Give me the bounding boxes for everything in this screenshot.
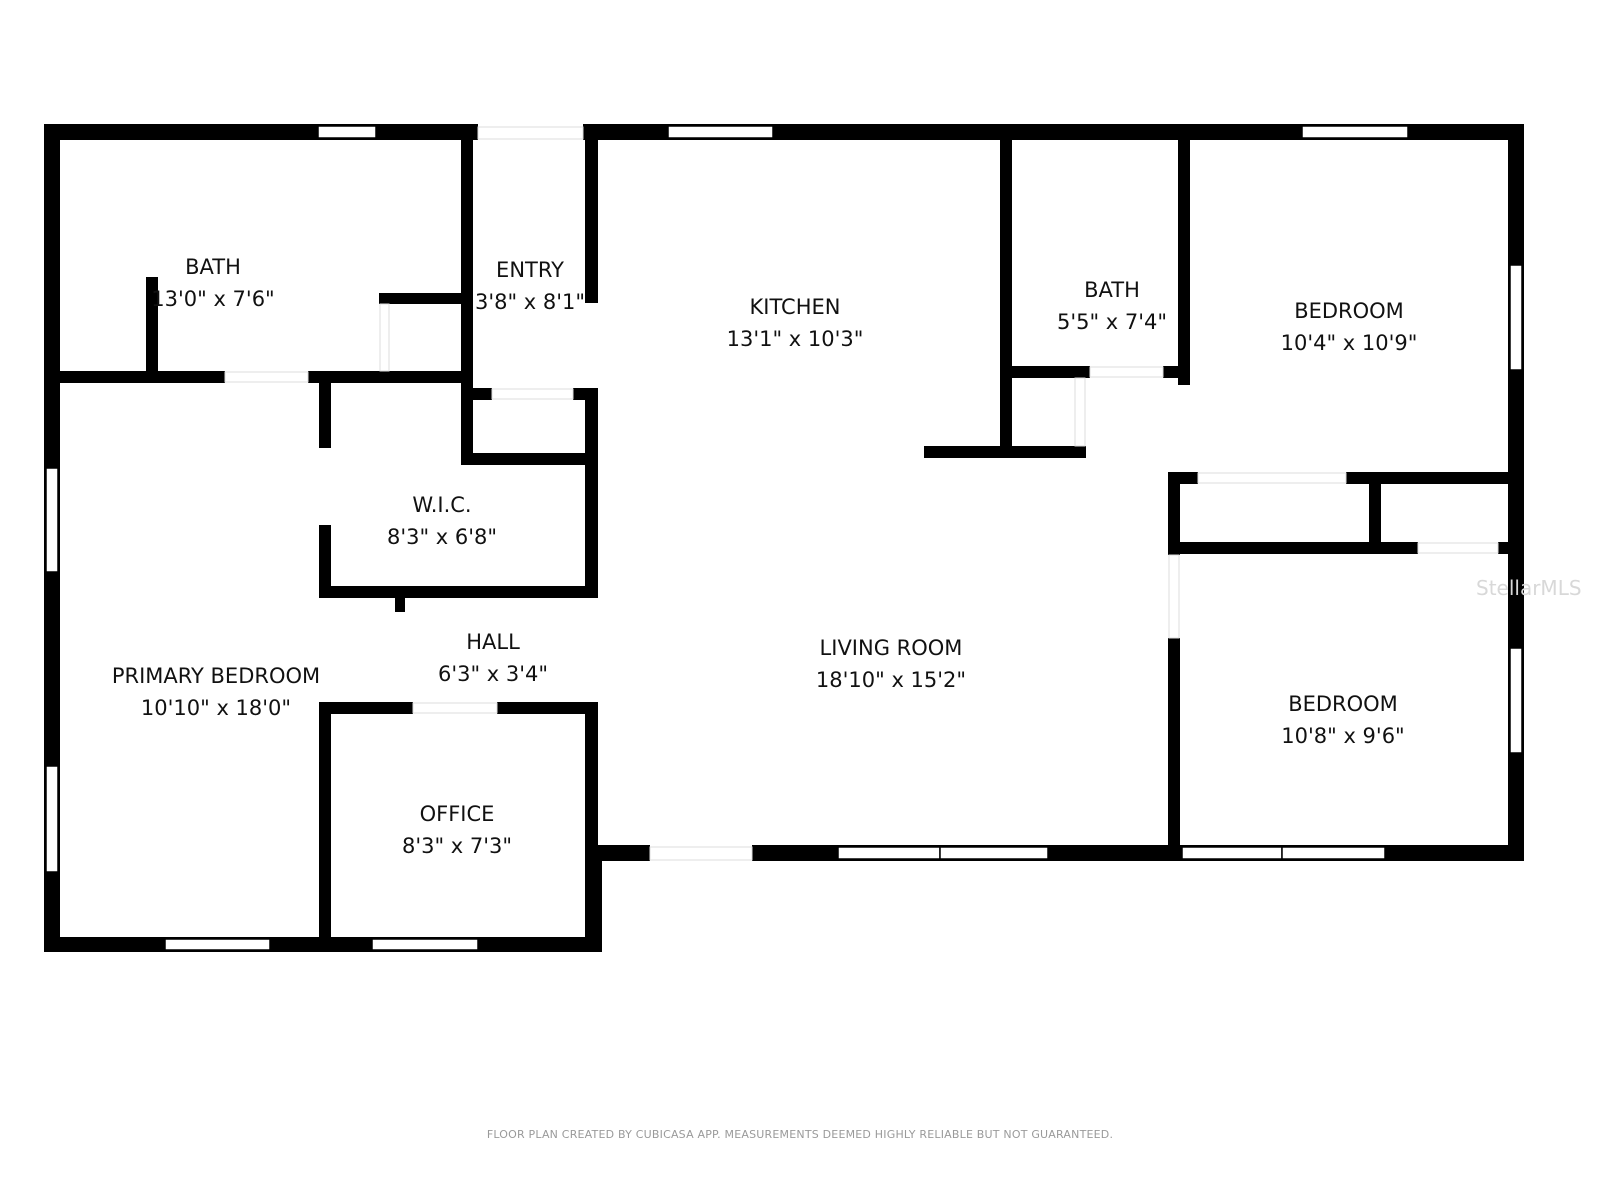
windows	[45, 125, 1523, 951]
room-dims: 10'8" x 9'6"	[1281, 724, 1404, 748]
room-dims: 3'8" x 8'1"	[475, 290, 585, 314]
room-name: OFFICE	[420, 802, 495, 826]
doors	[224, 126, 1499, 861]
room-name: KITCHEN	[750, 295, 841, 319]
room-name: BEDROOM	[1288, 692, 1398, 716]
room-dims: 10'4" x 10'9"	[1281, 331, 1418, 355]
room-name: BEDROOM	[1294, 299, 1404, 323]
room-dims: 8'3" x 6'8"	[387, 525, 497, 549]
room-name: BATH	[1084, 278, 1140, 302]
room-name: PRIMARY BEDROOM	[112, 664, 320, 688]
room-dims: 18'10" x 15'2"	[816, 668, 966, 692]
room-name: W.I.C.	[412, 493, 471, 517]
room-labels: BATH 13'0" x 7'6" ENTRY 3'8" x 8'1" KITC…	[112, 255, 1418, 858]
room-dims: 13'1" x 10'3"	[727, 327, 864, 351]
room-dims: 6'3" x 3'4"	[438, 662, 548, 686]
room-name: BATH	[185, 255, 241, 279]
walls	[44, 124, 1524, 952]
footer-disclaimer: FLOOR PLAN CREATED BY CUBICASA APP. MEAS…	[486, 1128, 1114, 1141]
room-name: HALL	[466, 630, 520, 654]
room-name: LIVING ROOM	[820, 636, 963, 660]
room-dims: 8'3" x 7'3"	[402, 834, 512, 858]
room-dims: 13'0" x 7'6"	[151, 287, 274, 311]
watermark: StellarMLS	[1476, 576, 1582, 600]
room-dims: 5'5" x 7'4"	[1057, 310, 1167, 334]
room-dims: 10'10" x 18'0"	[141, 696, 291, 720]
room-name: ENTRY	[496, 258, 564, 282]
